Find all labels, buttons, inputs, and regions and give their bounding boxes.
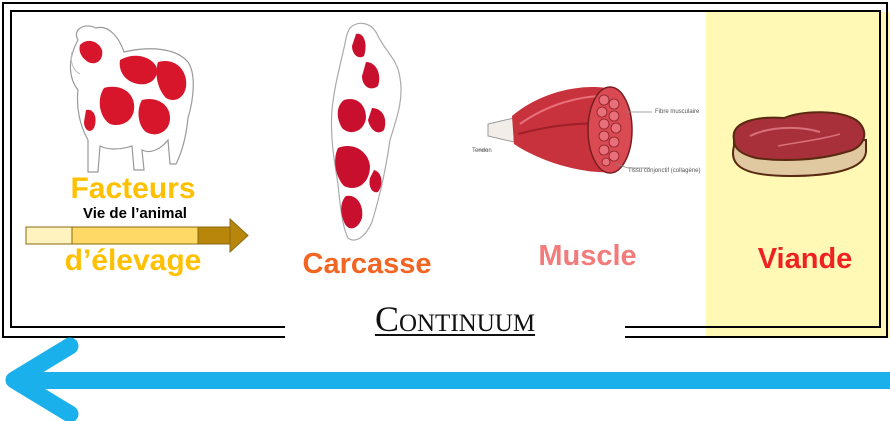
carcass-icon <box>331 23 401 240</box>
continuum-title: Continuum <box>285 298 625 340</box>
vie-animal-label: Vie de l’animal <box>50 205 220 222</box>
elevage-label: d’élevage <box>38 244 228 278</box>
muscle-icon: Fibre musculaire Tissu conjonctif (colla… <box>472 87 700 174</box>
facteurs-label: Facteurs <box>38 172 228 206</box>
continuum-arrow-icon <box>14 346 890 414</box>
muscle-label: Muscle <box>505 240 670 273</box>
cow-icon <box>70 26 193 172</box>
viande-label: Viande <box>735 243 875 276</box>
muscle-fibre-label: Fibre musculaire <box>655 109 700 115</box>
muscle-tendon-label: Tendon <box>472 148 492 154</box>
muscle-tissu-label: Tissu conjonctif (collagène) <box>628 168 700 174</box>
carcasse-label: Carcasse <box>282 248 452 281</box>
steak-icon <box>733 112 866 176</box>
